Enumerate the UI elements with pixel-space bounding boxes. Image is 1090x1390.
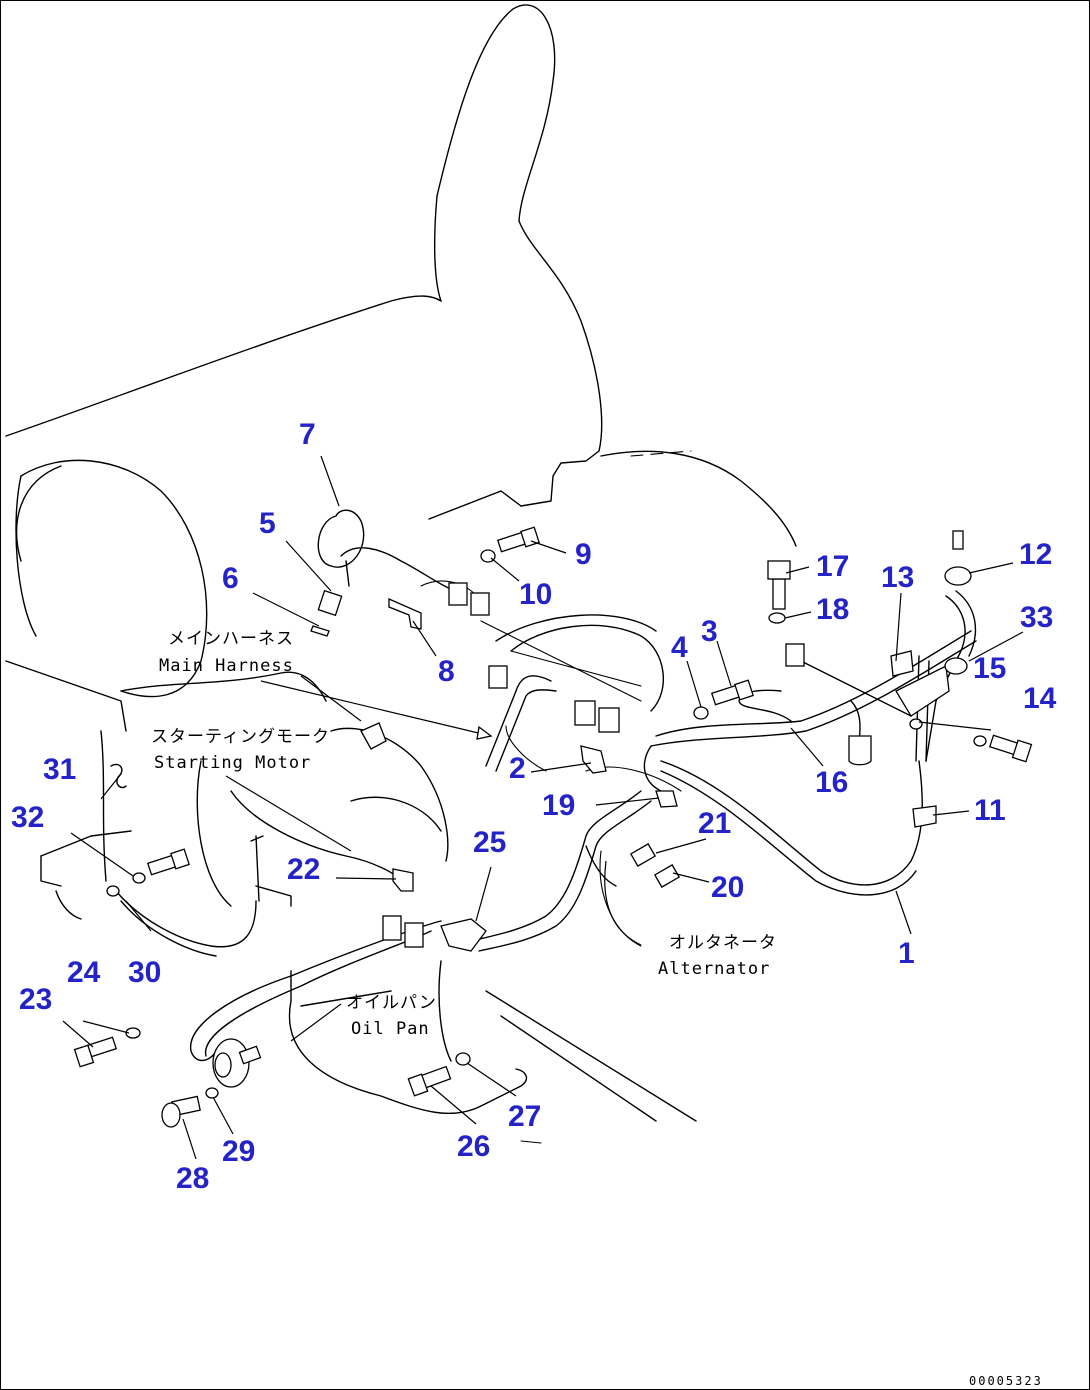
- callout-16[interactable]: 16: [815, 766, 848, 799]
- callout-19[interactable]: 19: [542, 789, 575, 822]
- washer-15: [973, 735, 987, 747]
- oil-pan-label-jp: オイルパン: [346, 993, 437, 1013]
- bolt-17: [767, 560, 791, 610]
- callout-30[interactable]: 30: [128, 956, 161, 989]
- callout-20[interactable]: 20: [711, 871, 744, 904]
- rubber-cap: [848, 735, 872, 766]
- connector-block: [598, 707, 620, 733]
- callout-23[interactable]: 23: [19, 983, 52, 1016]
- clamp: [944, 566, 972, 586]
- callout-6[interactable]: 6: [222, 562, 239, 595]
- clamp: [392, 868, 414, 892]
- callout-15[interactable]: 15: [973, 652, 1006, 685]
- callout-4[interactable]: 4: [671, 631, 688, 664]
- annotations: メインハーネス Main Harness スターティングモーク Starting…: [151, 629, 777, 1039]
- connector: [629, 843, 657, 867]
- bolt-23: [73, 1036, 118, 1068]
- callout-25[interactable]: 25: [473, 826, 506, 859]
- callout-33[interactable]: 33: [1020, 601, 1053, 634]
- washer-18: [768, 612, 786, 624]
- clamp-tab: [952, 530, 964, 550]
- bracket: [895, 665, 950, 717]
- callout-14[interactable]: 14: [1023, 682, 1057, 715]
- alternator-label-jp: オルタネータ: [669, 933, 777, 953]
- main-harness-label-en: Main Harness: [159, 656, 294, 676]
- connector-block: [448, 582, 468, 606]
- bolt-9: [496, 526, 540, 553]
- callouts: 1 2 3 4 5 6 7 8 9 10 11 12 13 14 15 16 1…: [11, 418, 1057, 1195]
- callout-24[interactable]: 24: [67, 956, 101, 989]
- callout-29[interactable]: 29: [222, 1135, 255, 1168]
- callout-9[interactable]: 9: [575, 538, 592, 571]
- callout-26[interactable]: 26: [457, 1130, 490, 1163]
- callout-28[interactable]: 28: [176, 1162, 209, 1195]
- clamp: [440, 918, 487, 952]
- bracket: [388, 598, 422, 630]
- terminal: [360, 722, 387, 750]
- washer: [909, 718, 923, 730]
- callout-3[interactable]: 3: [701, 615, 718, 648]
- starting-motor-label-jp: スターティングモーク: [151, 727, 330, 747]
- leader-lines: [62, 455, 1024, 1160]
- clamp: [655, 790, 678, 808]
- bracket: [890, 650, 914, 677]
- bolt-28: [161, 1095, 201, 1128]
- flange: [212, 1038, 262, 1088]
- bracket: [580, 745, 607, 774]
- callout-18[interactable]: 18: [816, 593, 849, 626]
- plug: [317, 589, 343, 617]
- clamp: [912, 805, 937, 828]
- connector-block: [488, 665, 508, 689]
- alternator-label-en: Alternator: [658, 959, 770, 979]
- callout-7[interactable]: 7: [299, 418, 316, 451]
- washer-29: [205, 1087, 219, 1099]
- callout-1[interactable]: 1: [898, 937, 915, 970]
- washer-24: [125, 1027, 141, 1039]
- bolt-3: [710, 679, 754, 706]
- document-id: 00005323: [969, 1374, 1043, 1388]
- callout-10[interactable]: 10: [519, 578, 552, 611]
- callout-22[interactable]: 22: [287, 853, 320, 886]
- connector-block: [785, 643, 805, 667]
- washer-4: [693, 706, 709, 720]
- callout-13[interactable]: 13: [881, 561, 914, 594]
- callout-31[interactable]: 31: [43, 753, 76, 786]
- callout-32[interactable]: 32: [11, 801, 44, 834]
- callout-27[interactable]: 27: [508, 1100, 541, 1133]
- bolt-14: [988, 734, 1033, 763]
- callout-21[interactable]: 21: [698, 807, 731, 840]
- callout-11[interactable]: 11: [974, 794, 1006, 827]
- callout-17[interactable]: 17: [816, 550, 849, 583]
- washer-27: [455, 1052, 471, 1066]
- part-shapes: [73, 526, 1033, 1128]
- pin: [310, 625, 330, 637]
- oil-pan-label-en: Oil Pan: [351, 1019, 430, 1039]
- connector: [653, 864, 681, 888]
- callout-5[interactable]: 5: [259, 507, 276, 540]
- connector-block: [382, 915, 402, 941]
- callout-8[interactable]: 8: [438, 655, 455, 688]
- callout-2[interactable]: 2: [509, 752, 526, 785]
- connector-block: [574, 700, 596, 726]
- callout-12[interactable]: 12: [1019, 538, 1052, 571]
- washer: [132, 872, 146, 884]
- engine-outline: [5, 4, 797, 1144]
- bolt-26: [407, 1065, 452, 1097]
- connector-block: [470, 592, 490, 616]
- bolt-32: [146, 848, 190, 876]
- main-harness-label-jp: メインハーネス: [168, 629, 294, 649]
- connector-block: [404, 922, 424, 948]
- washer: [944, 657, 968, 675]
- terminal: [106, 885, 120, 897]
- starting-motor-label-en: Starting Motor: [154, 753, 311, 773]
